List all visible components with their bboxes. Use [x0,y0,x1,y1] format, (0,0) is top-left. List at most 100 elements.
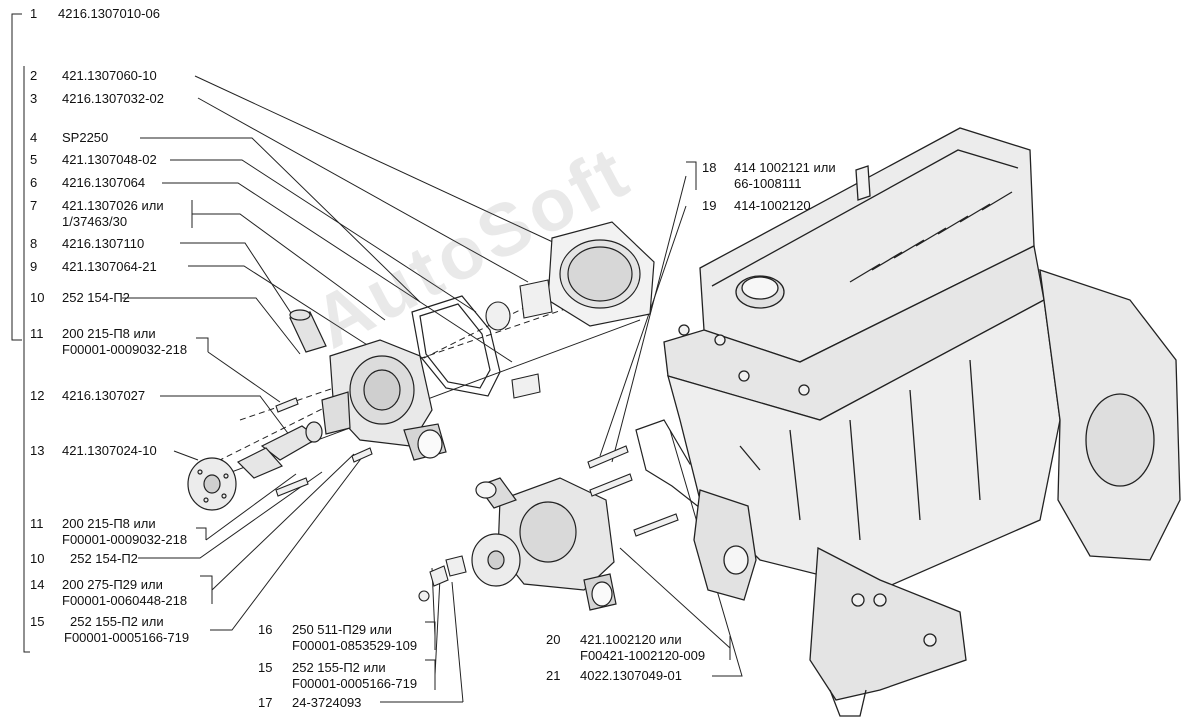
callout-part: 421.1002120 или [580,632,682,647]
callout-part: 421.1307060-10 [62,68,157,83]
leader-12 [160,395,291,437]
callout-part-alt: F00001-0060448-218 [62,593,188,608]
callout-number: 4 [30,130,38,145]
callout-number: 2 [30,68,38,83]
water-pump-housing-upper [321,339,447,461]
callout-part: 252 155-П2 или [292,660,386,675]
callout-number: 6 [30,175,38,190]
water-pump-installed [471,477,617,611]
leader-10b [138,471,323,559]
callout-part: 252 155-П2 или [70,614,164,629]
callout-part: 414 1002121 или [734,160,836,175]
callout-part: 4216.1307110 [62,236,145,251]
leader-21 [669,429,743,677]
gasket-plate [547,221,655,327]
callout-part: 4216.1307032-02 [62,91,164,106]
callout-number: 19 [702,198,717,213]
leader-11b [205,473,297,541]
callout-number: 5 [30,152,38,167]
callout-part-alt: 1/37463/30 [62,214,128,229]
callout-number: 1 [30,6,38,21]
mounting-studs [587,445,679,537]
leader-5 [170,159,477,313]
callout-part: 4216.1307064 [62,175,146,190]
callout-number: 20 [546,632,561,647]
callout-part: SP2250 [62,130,109,145]
leader-9 [188,265,373,349]
callout-number: 15 [258,660,273,675]
group-bracket-outer [11,13,22,341]
inlet-pipe [289,309,327,353]
callout-part-alt: F00001-0009032-218 [62,342,188,357]
callout-part: 421.1307026 или [62,198,164,213]
leader-15b [434,577,441,676]
callout-part: 250 511-П29 или [292,622,392,637]
studs-bolts [275,279,553,497]
leader-19 [599,205,687,457]
callout-part: 4022.1307049-01 [580,668,682,683]
leader-7 [192,213,386,321]
callout-part: 421.1307024-10 [62,443,157,458]
callout-part: 252 154-П2 [70,551,138,566]
callout-number: 13 [30,443,45,458]
callout-part: 200 275-П29 или [62,577,163,592]
callout-number: 14 [30,577,45,592]
callout-number: 9 [30,259,38,274]
callout-part-alt: F00001-0009032-218 [62,532,188,547]
callout-part-alt: F00421-1002120-009 [580,648,706,663]
callout-part-alt: F00001-0853529-109 [292,638,418,653]
leader-18 [611,175,687,463]
leader-14 [211,453,355,591]
callout-part-alt: 66-1008111 [734,176,802,191]
callout-part: 421.1307048-02 [62,152,157,167]
leader-13 [173,450,199,461]
callout-number: 7 [30,198,38,213]
callout-part: 421.1307064-21 [62,259,157,274]
callout-number: 21 [546,668,561,683]
callout-number: 3 [30,91,38,106]
leader-15a [210,451,367,631]
callout-part: 4216.1307010-06 [58,6,160,21]
leader-20 [619,547,731,649]
callout-number: 11 [30,326,44,341]
pulley-hub [187,457,237,511]
callout-number: 16 [258,622,273,637]
callout-part: 4216.1307027 [62,388,146,403]
leader-17 [451,581,464,703]
group-bracket-inner [23,66,30,653]
callout-number: 18 [702,160,717,175]
engine-block [663,127,1181,717]
bracket-14 [200,575,213,604]
pump-gasket [411,295,501,397]
callout-number: 17 [258,695,273,710]
callout-number: 8 [30,236,38,251]
pump-shaft [236,421,323,479]
callout-part: 200 215-П8 или [62,516,156,531]
callout-number: 11 [30,516,44,531]
fastener-clips [418,555,467,602]
bracket-11a [196,337,209,352]
callout-number: 10 [30,290,45,305]
callout-number: 12 [30,388,45,403]
leader-4 [140,137,421,303]
callout-part: 414-1002120 [734,198,811,213]
bracket-16 [425,621,436,650]
callout-part: 252 154-П2 [62,290,130,305]
leader-10a [122,297,301,355]
bracket-15b [425,659,436,690]
leader-8 [180,242,307,337]
callout-number: 15 [30,614,45,629]
callout-part-alt: F00001-0005166-719 [292,676,418,691]
callout-part: 200 215-П8 или [62,326,156,341]
leader-6 [162,182,513,363]
callout-part-alt: F00001-0005166-719 [64,630,190,645]
leader-11a [207,351,281,403]
leader-2 [194,75,571,251]
leader-3 [197,97,529,283]
bracket-18 [686,161,697,190]
callout-part: 24-3724093 [292,695,362,710]
callout-number: 10 [30,551,45,566]
bracket-11b [196,527,207,540]
